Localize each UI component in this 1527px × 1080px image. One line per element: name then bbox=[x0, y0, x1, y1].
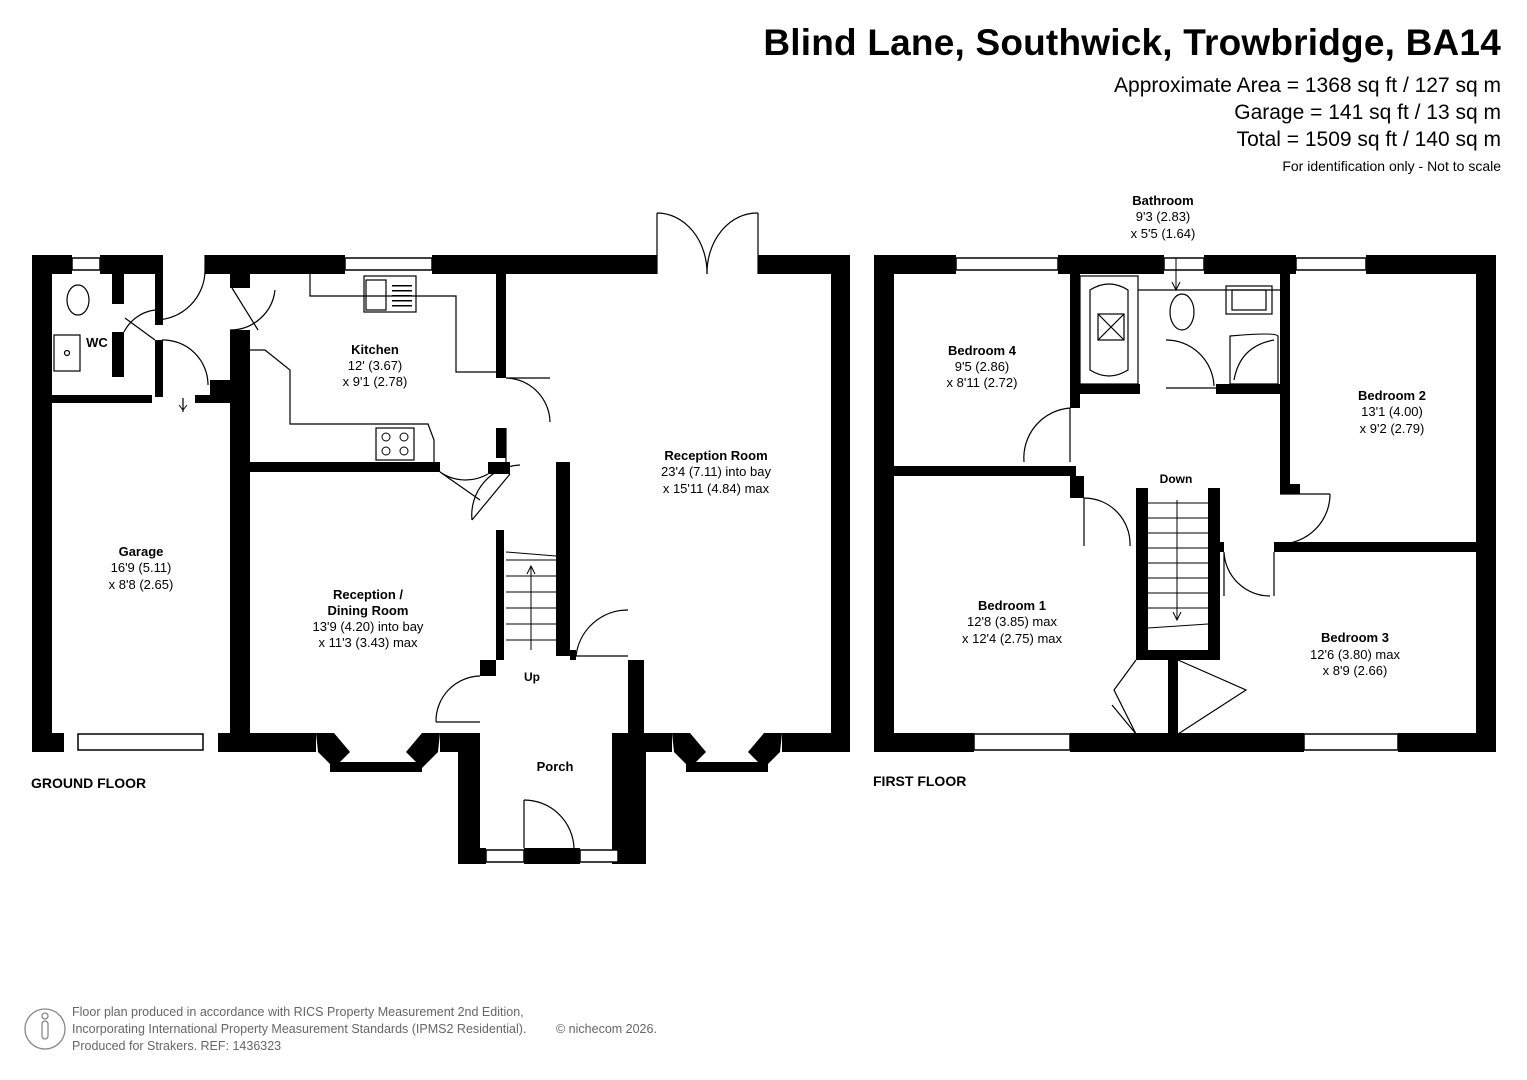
reception-dining-dim-2: x 11'3 (3.43) max bbox=[318, 635, 418, 650]
reception-dining-label-2: Dining Room bbox=[328, 603, 409, 618]
kitchen-label: Kitchen bbox=[351, 342, 399, 357]
bathroom-fixtures bbox=[1079, 275, 1280, 385]
ground-floor-doors bbox=[123, 212, 759, 849]
garage-dim-2: x 8'8 (2.65) bbox=[109, 577, 174, 592]
reception-dining-label-1: Reception / bbox=[333, 587, 403, 602]
ground-floor-stairs bbox=[505, 551, 557, 650]
total-area: Total = 1509 sq ft / 140 sq m bbox=[1236, 128, 1501, 151]
disclaimer-note: For identification only - Not to scale bbox=[1282, 158, 1501, 174]
garage-area: Garage = 141 sq ft / 13 sq m bbox=[1234, 101, 1501, 124]
first-floor-plan bbox=[874, 255, 1496, 752]
first-floor-stairs bbox=[1147, 258, 1209, 629]
bathroom-label: Bathroom bbox=[1132, 193, 1193, 208]
person-icon bbox=[24, 1008, 66, 1050]
wc-fixtures bbox=[53, 284, 90, 372]
ground-floor-label: GROUND FLOOR bbox=[31, 775, 146, 791]
kitchen-units bbox=[250, 274, 496, 462]
bedroom-1-label: Bedroom 1 bbox=[978, 598, 1046, 613]
bedroom-4-dim-2: x 8'11 (2.72) bbox=[947, 375, 1018, 390]
bedroom-2-dim-2: x 9'2 (2.79) bbox=[1360, 421, 1425, 436]
bedroom-1-dim-2: x 12'4 (2.75) max bbox=[962, 631, 1063, 646]
bathroom-dim-2: x 5'5 (1.64) bbox=[1131, 226, 1196, 241]
garage-label: Garage bbox=[119, 544, 164, 559]
bedroom-4-label: Bedroom 4 bbox=[948, 343, 1017, 358]
ground-floor-windows bbox=[71, 257, 619, 863]
bathroom-dim-1: 9'3 (2.83) bbox=[1136, 209, 1191, 224]
bedroom-3-dim-1: 12'6 (3.80) max bbox=[1310, 647, 1400, 662]
first-floor-labels: Bathroom 9'3 (2.83) x 5'5 (1.64) Bedroom… bbox=[947, 193, 1426, 678]
wc-label: WC bbox=[86, 335, 108, 350]
first-floor-walls bbox=[874, 255, 1496, 752]
bedroom-3-dim-2: x 8'9 (2.66) bbox=[1323, 663, 1388, 678]
first-floor-windows bbox=[955, 257, 1399, 751]
approximate-area: Approximate Area = 1368 sq ft / 127 sq m bbox=[1114, 74, 1501, 97]
kitchen-dim-2: x 9'1 (2.78) bbox=[343, 374, 408, 389]
footer-copyright: © nichecom 2026. bbox=[556, 1022, 657, 1036]
ground-floor-plan bbox=[32, 212, 850, 864]
first-floor-label: FIRST FLOOR bbox=[873, 773, 966, 789]
kitchen-hob bbox=[381, 285, 412, 456]
porch-label: Porch bbox=[537, 759, 574, 774]
stairs-down-label: Down bbox=[1160, 472, 1193, 486]
bedroom-2-dim-1: 13'1 (4.00) bbox=[1361, 404, 1423, 419]
bedroom-3-label: Bedroom 3 bbox=[1321, 630, 1389, 645]
reception-room-dim-2: x 15'11 (4.84) max bbox=[663, 481, 770, 496]
property-address-title: Blind Lane, Southwick, Trowbridge, BA14 bbox=[763, 22, 1501, 63]
footer-line-1: Floor plan produced in accordance with R… bbox=[72, 1005, 524, 1019]
reception-dining-dim-1: 13'9 (4.20) into bay bbox=[313, 619, 424, 634]
ground-floor-labels: WC Kitchen 12' (3.67) x 9'1 (2.78) Garag… bbox=[86, 335, 771, 774]
stairs-up-label: Up bbox=[524, 670, 540, 684]
garage-dim-1: 16'9 (5.11) bbox=[111, 560, 172, 575]
reception-room-label: Reception Room bbox=[664, 448, 767, 463]
first-floor-doors bbox=[1023, 339, 1331, 735]
footer-line-2: Incorporating International Property Mea… bbox=[72, 1022, 527, 1036]
footer-notes: Floor plan produced in accordance with R… bbox=[72, 1004, 657, 1055]
bedroom-4-dim-1: 9'5 (2.86) bbox=[955, 359, 1010, 374]
bedroom-2-label: Bedroom 2 bbox=[1358, 388, 1426, 403]
ground-floor-walls bbox=[32, 255, 850, 864]
bedroom-1-dim-1: 12'8 (3.85) max bbox=[967, 614, 1057, 629]
footer-line-3: Produced for Strakers. REF: 1436323 bbox=[72, 1039, 282, 1053]
reception-room-dim-1: 23'4 (7.11) into bay bbox=[661, 464, 771, 479]
kitchen-dim-1: 12' (3.67) bbox=[348, 358, 403, 373]
